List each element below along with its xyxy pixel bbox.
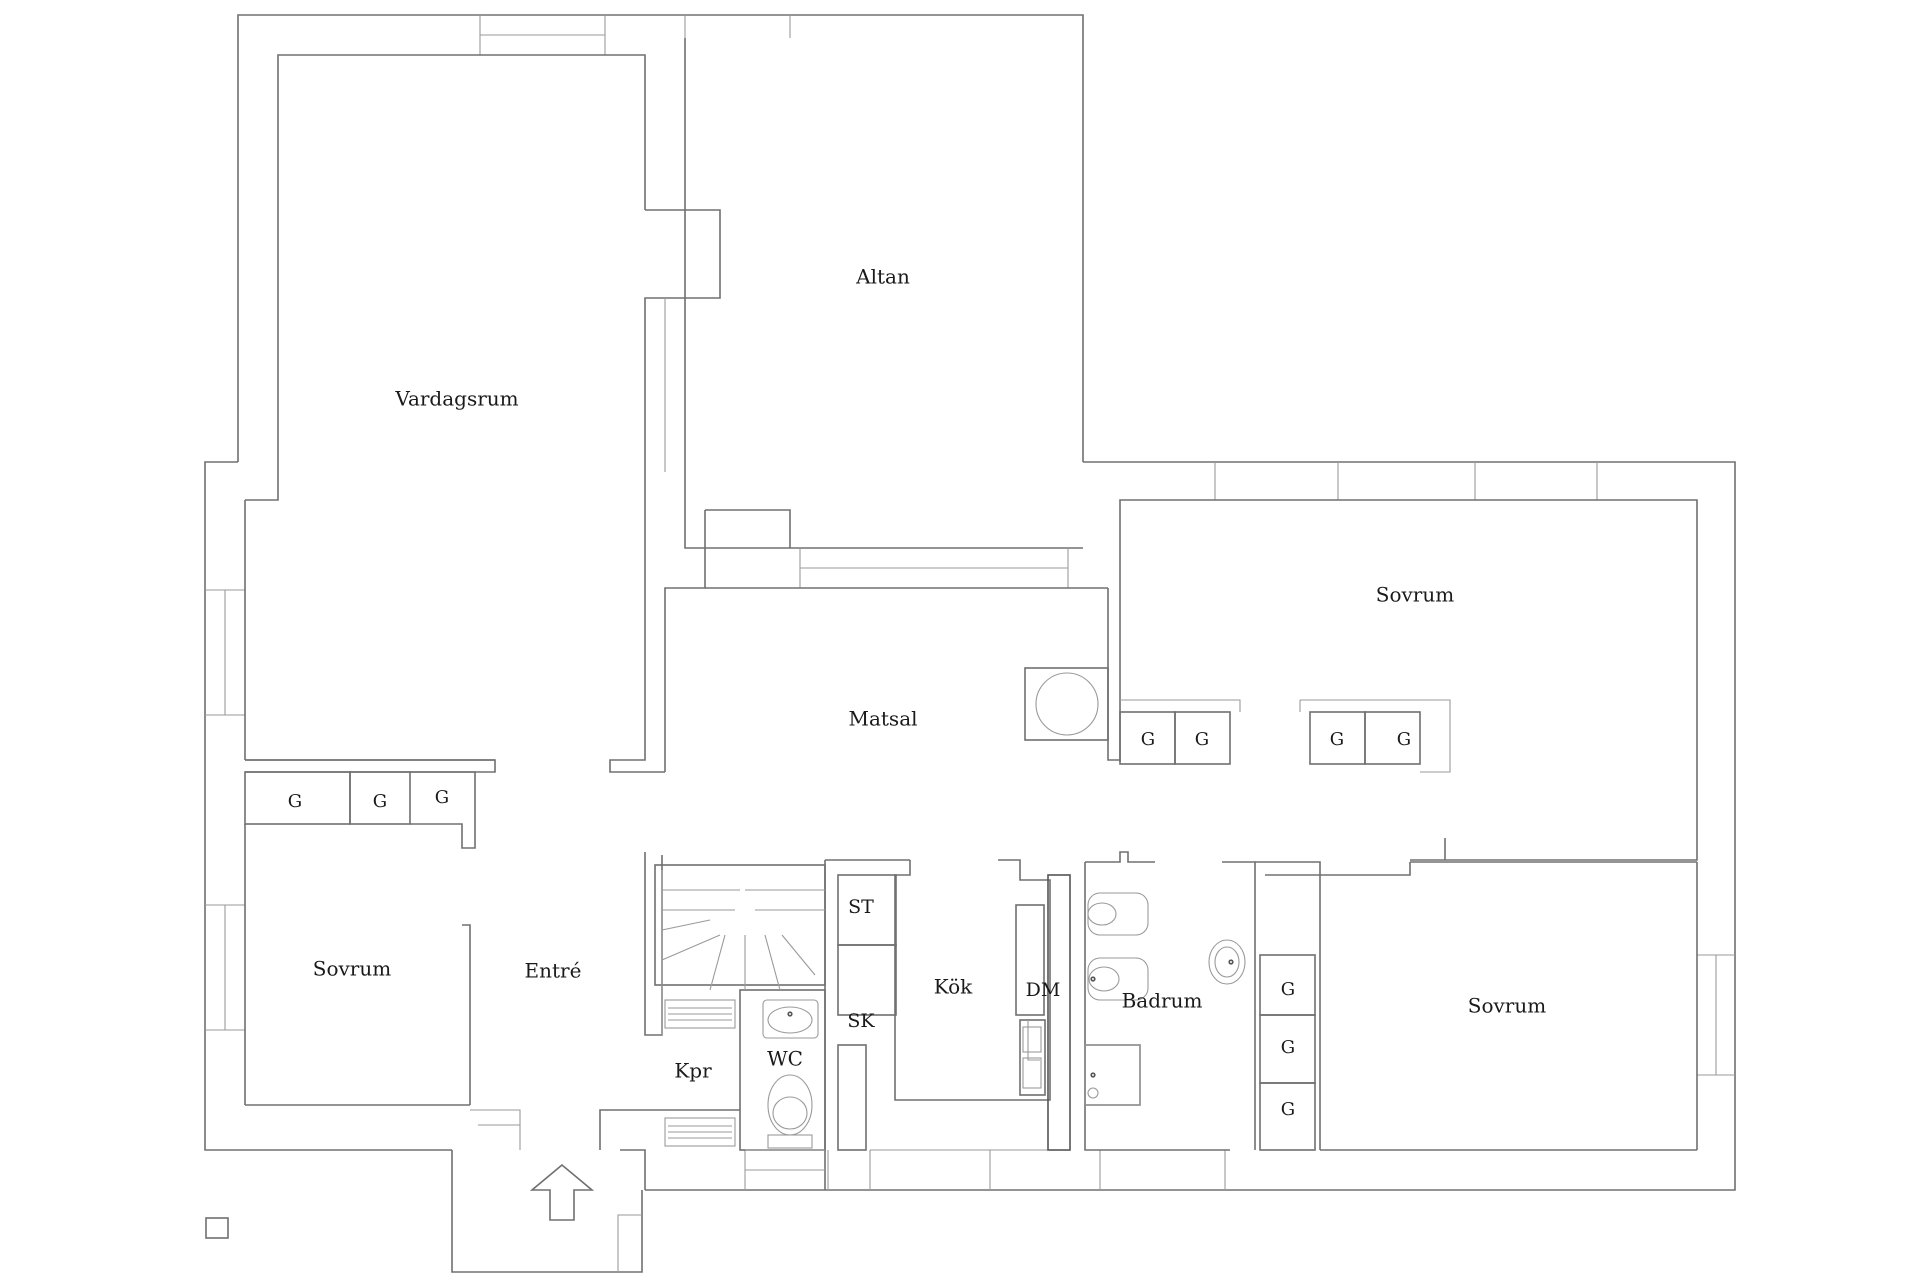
kitchen-fixtures (1022, 1026, 1042, 1089)
closet-label: G (373, 791, 387, 812)
room-label-sk: SK (847, 1010, 875, 1032)
closet-label: G (288, 791, 302, 812)
staircase (661, 870, 825, 1147)
arrow-up-icon (529, 1163, 595, 1221)
bathroom-fixtures (1084, 892, 1246, 1106)
room-label-sovrum-right: Sovrum (1468, 994, 1546, 1018)
closet-label: G (1141, 729, 1155, 750)
room-label-altan: Altan (855, 265, 910, 289)
closet-label: G (1195, 729, 1209, 750)
room-label-badrum: Badrum (1122, 989, 1203, 1013)
room-label-st: ST (848, 896, 874, 918)
room-label-sovrum-left: Sovrum (313, 957, 391, 981)
room-label-sovrum-main: Sovrum (1376, 583, 1454, 607)
wc-fixtures (762, 999, 819, 1149)
closet-label: G (1397, 729, 1411, 750)
room-label-dm: DM (1026, 979, 1061, 1001)
closet-label: G (1281, 1037, 1295, 1058)
room-label-entre: Entré (525, 959, 582, 983)
closet-label: G (1330, 729, 1344, 750)
closet-label: G (1281, 979, 1295, 1000)
room-label-kok: Kök (934, 975, 973, 999)
room-label-vardagsrum: Vardagsrum (394, 387, 518, 411)
room-label-matsal: Matsal (848, 707, 917, 731)
closet-label: G (435, 787, 449, 808)
outer-walls (204, 14, 1736, 1273)
closet-label: G (1281, 1099, 1295, 1120)
legend-square-icon (205, 1217, 229, 1239)
inner-walls (244, 38, 1698, 1190)
room-label-wc: WC (767, 1047, 803, 1071)
room-label-kpr: Kpr (674, 1059, 712, 1083)
